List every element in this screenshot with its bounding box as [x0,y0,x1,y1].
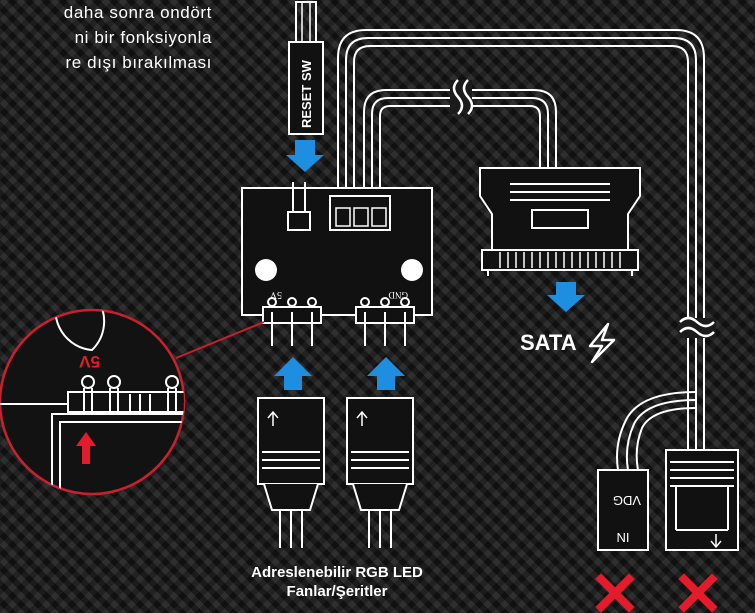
arrow-up-argb-right [367,357,405,390]
cable-break-mark-right [679,316,716,338]
sata-label: SATA [520,330,577,355]
cross-icon-left [595,573,635,613]
pin-gnd-label: GND [388,290,408,300]
argb-header-left [262,297,322,346]
intro-paragraph: daha sonra ondört ni bir fonksiyonla re … [0,0,212,75]
sata-connector [479,167,641,276]
intro-line-2: ni bir fonksiyonla [74,28,212,47]
reset-sw-label: RESET SW [299,59,314,128]
connector-ni-label: NI [617,530,630,545]
controller-board: 5V GND [241,182,433,346]
zoom-callout: 5V [0,308,186,496]
connector-vdg-ni: VDG NI [597,469,649,551]
reset-sw-cable: RESET SW [288,1,324,135]
argb-label-line-1: Adreslenebilir RGB LED [251,564,423,581]
intro-line-1: daha sonra ondört [63,3,212,22]
arrow-up-argb-left [274,357,312,390]
lightning-icon [588,322,616,364]
cable-fan-to-connectors [616,391,697,471]
arrow-up-red [76,432,96,464]
argb-connector-left [257,397,325,548]
argb-label-line-2: Fanlar/Şeritler [287,583,388,600]
arrow-down-reset [286,140,324,172]
cross-icon-right [678,573,718,613]
argb-header-right [355,297,415,346]
zoom-5v-label: 5V [79,352,100,371]
arrow-down-sata [547,282,585,312]
cable-to-right-connector [337,29,705,450]
callout-pointer [175,321,265,359]
board-mount-hole-left [255,259,277,281]
intro-line-3: re dışı bırakılması [65,53,212,72]
board-mount-hole-right [401,259,423,281]
connector-vdg-label: VDG [613,493,641,508]
cable-break-mark-top [450,79,474,115]
connector-right-plug [665,449,739,551]
argb-connector-right [346,397,414,548]
pin-5v-label: 5V [269,289,282,300]
